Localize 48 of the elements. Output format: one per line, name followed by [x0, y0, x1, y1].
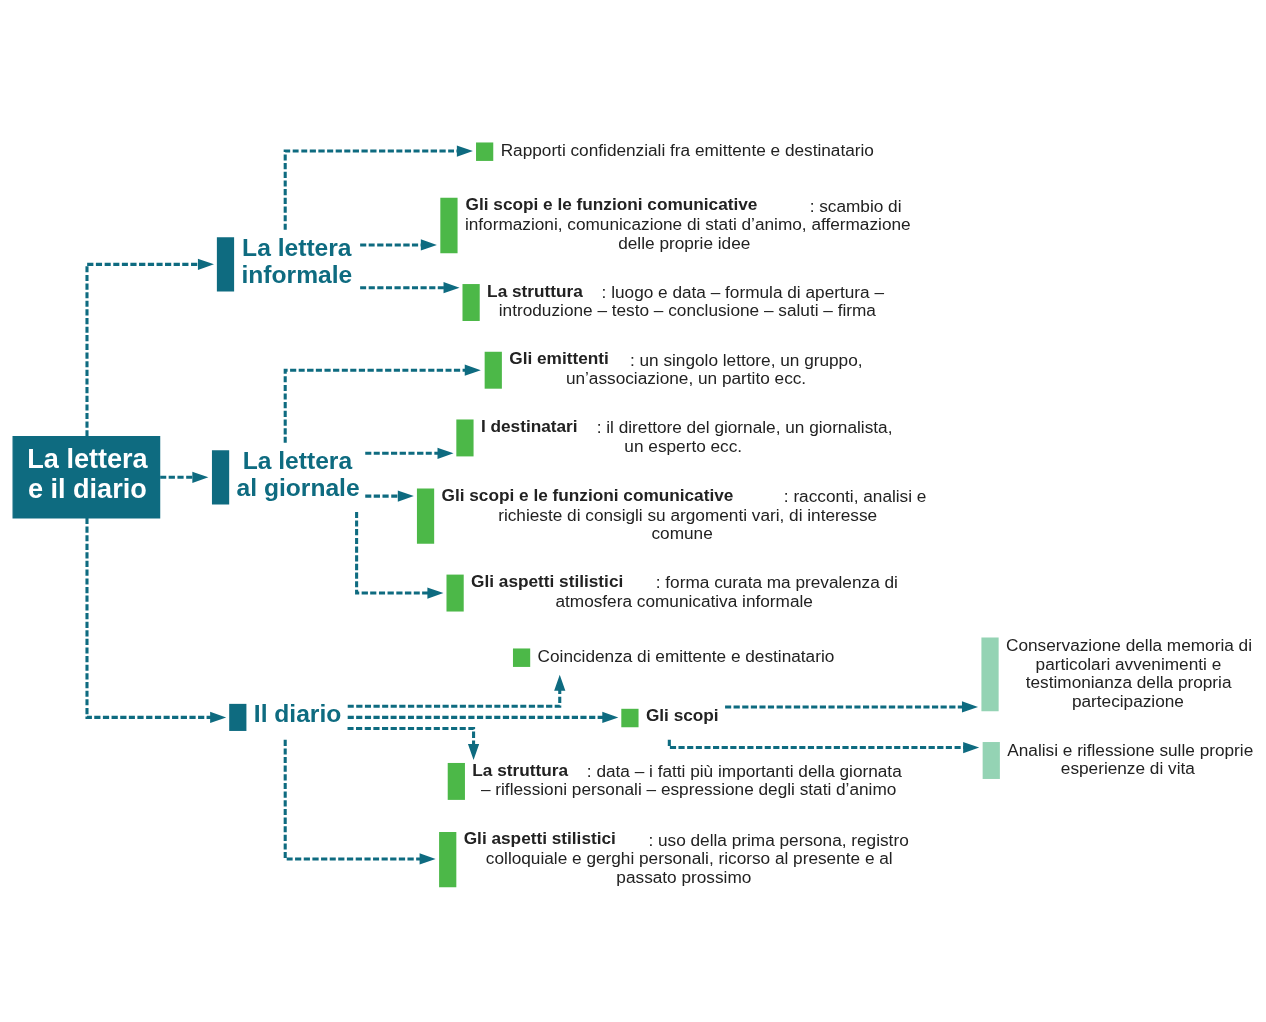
node-label: Gli scopi e le funzioni comunicative: scambio di informazioni, comunicazione di stati d’animo, affermazione delle proprie idee — [464, 193, 911, 253]
node-box — [446, 574, 464, 612]
node-box — [484, 351, 502, 389]
node-label: I destinatari: il direttore del giornale, un giornalista, un esperto ecc. — [480, 415, 893, 456]
node-label: Coincidenza di emittente e destinatario — [537, 645, 835, 666]
arrow — [355, 511, 444, 599]
node-box — [456, 418, 474, 456]
arrow — [85, 258, 214, 436]
arrow — [283, 364, 481, 443]
node-label: La struttura: data – i fatti più importanti della giornata – riflessioni personali – espressione degli stati d’animo — [472, 759, 902, 799]
arrow — [283, 144, 473, 230]
node-box — [440, 197, 458, 253]
node-box — [981, 636, 999, 711]
node-label: Gli scopi — [645, 704, 719, 725]
node-box — [512, 647, 531, 667]
node-box — [211, 449, 230, 504]
node-box — [216, 236, 235, 291]
node-label: La lettera informale — [241, 233, 353, 288]
node-label: Gli aspetti stilistici: uso della prima persona, registro colloquiale e gerghi personali, ricorso al presente e al passato prossimo — [463, 827, 909, 887]
node-box — [416, 487, 435, 544]
node-label: Gli emittenti: un singolo lettore, un gruppo, un’associazione, un partito ecc. — [509, 347, 863, 388]
arrow — [360, 238, 437, 251]
arrow — [347, 711, 619, 723]
node-box — [447, 762, 465, 800]
node-label: Analisi e riflessione sulle proprie esperienze di vita — [1007, 739, 1254, 778]
arrow — [360, 281, 460, 293]
node-label: Conservazione della memoria di particolari avvenimenti e testimonianza della propria partecipazione — [1006, 634, 1252, 711]
node-label: Rapporti confidenziali fra emittente e destinatario — [500, 139, 874, 160]
node-box — [476, 141, 494, 161]
arrow — [365, 490, 414, 502]
node-box — [982, 741, 1000, 779]
node-label: Gli scopi e le funzioni comunicative: racconti, analisi e richieste di consigli su argomenti vari, di interesse comune — [441, 484, 927, 543]
arrow — [283, 739, 436, 865]
arrow — [85, 517, 227, 723]
node-label: Gli aspetti stilistici: forma curata ma prevalenza di atmosfera comunicativa informale — [471, 570, 898, 611]
node-box — [621, 708, 639, 727]
arrow — [725, 700, 979, 713]
node-label: La lettera al giornale — [236, 446, 360, 501]
node-label: La struttura: luogo e data – formula di apertura – introduzione – testo – conclusione – saluti – firma — [487, 280, 884, 320]
arrow — [365, 447, 454, 459]
arrow — [347, 674, 566, 708]
node-box — [229, 703, 247, 731]
node-label: Il diario — [253, 699, 342, 727]
arrow — [160, 471, 209, 483]
node-box — [439, 831, 457, 887]
node-box: La lettera e il diario — [12, 435, 161, 519]
arrow — [347, 726, 480, 760]
node-box — [462, 283, 480, 321]
